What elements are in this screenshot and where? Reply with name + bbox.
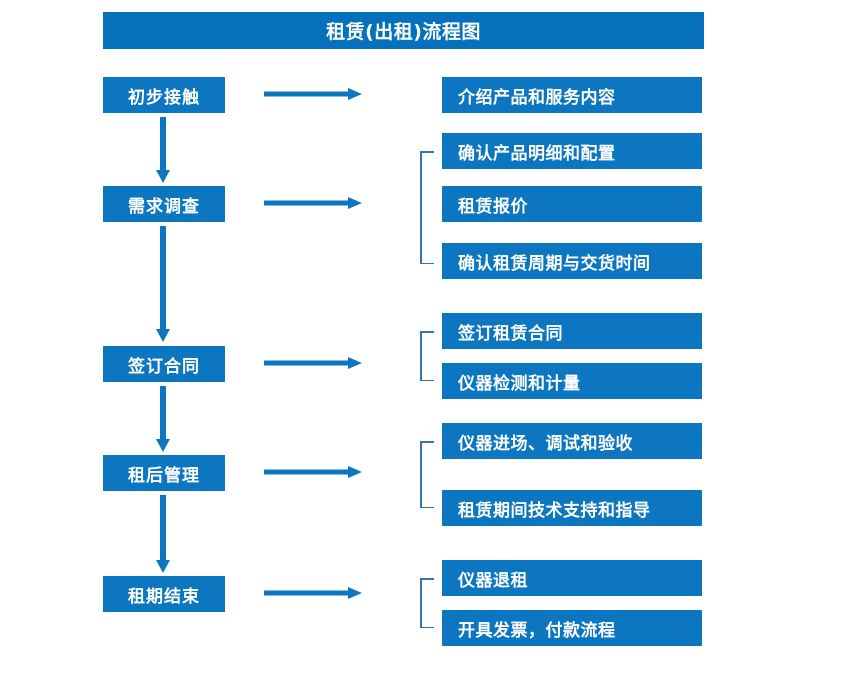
arrow-stage-5-to-tasks-icon: [264, 585, 362, 599]
arrow-stage-4-to-stage-5-icon: [152, 495, 174, 573]
stage-box-4: 租后管理: [103, 455, 225, 491]
task-box-4: 确认租赁周期与交货时间: [442, 243, 702, 279]
bracket-top-arm: [420, 578, 434, 580]
bracket-vertical-line: [420, 441, 422, 508]
bracket-top-arm: [420, 331, 434, 333]
bracket-vertical-line: [420, 578, 422, 628]
bracket-bottom-arm: [420, 626, 434, 628]
task-box-8: 租赁期间技术支持和指导: [442, 490, 702, 526]
arrow-stage-1-to-tasks-icon: [264, 86, 362, 100]
stage-box-2: 需求调查: [103, 186, 225, 222]
arrow-stage-3-to-stage-4-icon: [152, 386, 174, 452]
bracket-bottom-arm: [420, 262, 434, 264]
bracket-top-arm: [420, 441, 434, 443]
bracket-bottom-arm: [420, 379, 434, 381]
task-box-2: 确认产品明细和配置: [442, 133, 702, 169]
task-box-10: 开具发票，付款流程: [442, 610, 702, 646]
bracket-group-end: [420, 578, 434, 628]
page-title: 租赁(出租)流程图: [103, 12, 704, 49]
bracket-group-management: [420, 441, 434, 508]
bracket-vertical-line: [420, 331, 422, 381]
arrow-stage-4-to-tasks-icon: [264, 464, 362, 478]
bracket-group-contract: [420, 331, 434, 381]
bracket-top-arm: [420, 151, 434, 153]
bracket-group-demand: [420, 151, 434, 264]
task-box-5: 签订租赁合同: [442, 313, 702, 349]
arrow-stage-2-to-stage-3-icon: [152, 226, 174, 342]
arrow-stage-3-to-tasks-icon: [264, 355, 362, 369]
arrow-stage-1-to-stage-2-icon: [152, 117, 174, 183]
stage-box-5: 租期结束: [103, 576, 225, 612]
stage-box-1: 初步接触: [103, 77, 225, 113]
stage-box-3: 签订合同: [103, 346, 225, 382]
task-box-1: 介绍产品和服务内容: [442, 77, 702, 113]
task-box-7: 仪器进场、调试和验收: [442, 423, 702, 459]
task-box-6: 仪器检测和计量: [442, 363, 702, 399]
task-box-3: 租赁报价: [442, 186, 702, 222]
task-box-9: 仪器退租: [442, 560, 702, 596]
bracket-vertical-line: [420, 151, 422, 264]
bracket-bottom-arm: [420, 506, 434, 508]
arrow-stage-2-to-tasks-icon: [264, 195, 362, 209]
